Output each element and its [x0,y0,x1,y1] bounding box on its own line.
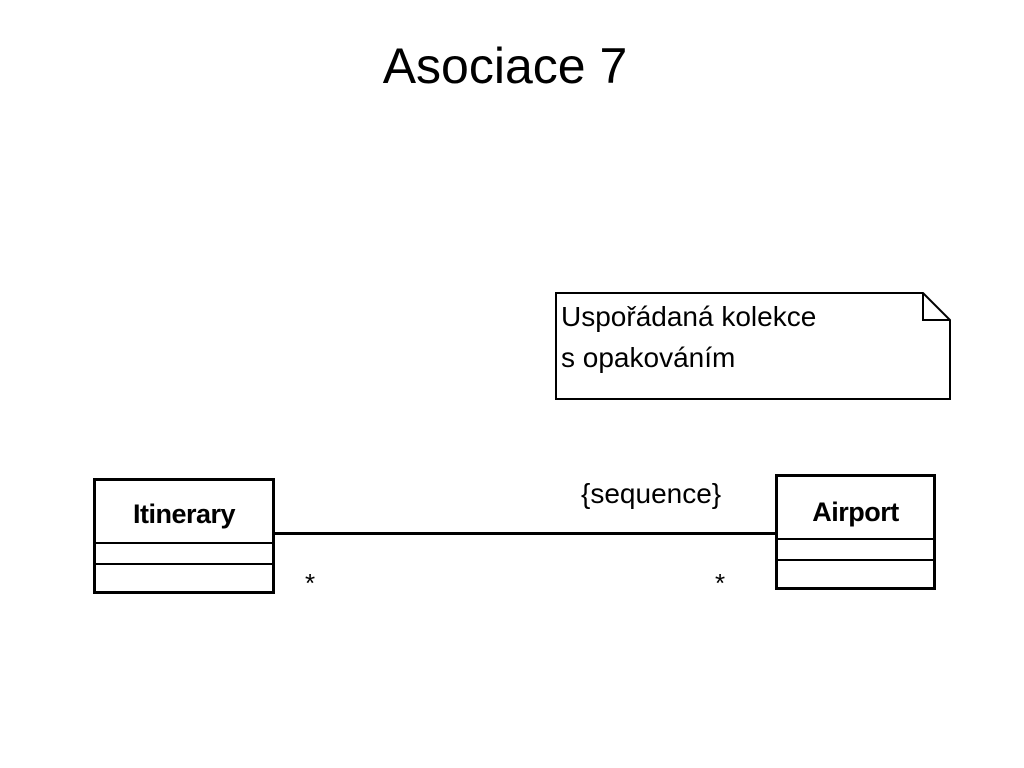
uml-note [555,292,951,400]
slide-title: Asociace 7 [382,38,628,94]
class-airport[interactable]: Airport [775,474,936,590]
operations-compartment-itinerary [96,565,272,591]
multiplicity-right: * [715,568,726,598]
note-text-line-2: s opakováním [561,342,736,373]
class-name-airport: Airport [778,477,933,540]
class-itinerary[interactable]: Itinerary [93,478,275,594]
operations-compartment-airport [778,561,933,587]
class-name-itinerary: Itinerary [96,481,272,544]
attributes-compartment-airport [778,540,933,561]
note-text-line-1: Uspořádaná kolekce [561,301,817,332]
attributes-compartment-itinerary [96,544,272,565]
association-line[interactable] [275,532,776,535]
multiplicity-left: * [305,568,316,598]
association-constraint: {sequence} [581,478,722,509]
note-shape [555,292,951,400]
